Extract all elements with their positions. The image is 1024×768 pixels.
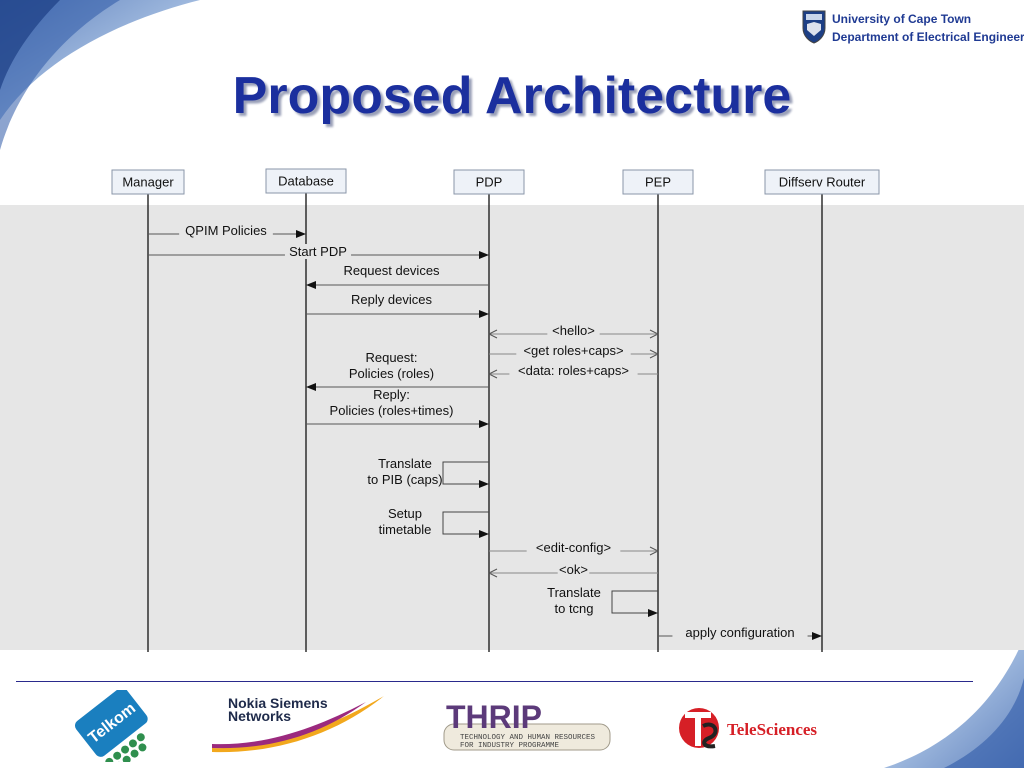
nokia-siemens-logo-graphic: Nokia Siemens Networks [212,695,384,753]
self-message-label: to PIB (caps) [367,472,442,487]
message-label-bg [509,363,638,378]
arrow-head [479,420,489,428]
message-label-bg [516,343,631,358]
message-label-bg [557,562,590,577]
message-label: Reply devices [351,292,432,307]
message-label-bg [672,625,808,640]
university-header: University of Cape Town Department of El… [802,8,1024,48]
message-label: QPIM Policies [185,223,267,238]
message-label: Start PDP [289,244,347,259]
participant-box-1 [265,168,347,194]
self-message-label: to tcng [554,601,593,616]
arrow-head [812,632,822,640]
corner-swoosh-graphic [0,0,200,150]
arrow-head-open [487,329,498,339]
uct-crest-icon [802,10,826,44]
message-label: <hello> [552,323,595,338]
arrow-head [479,480,489,488]
diagram-background-band [0,205,1024,650]
telesciences-logo: TeleSciences [675,690,835,760]
message-label: <ok> [559,562,588,577]
nokia-siemens-logo: Nokia Siemens Networks [206,690,396,760]
message-label-bg [547,323,600,338]
message-label: Request: [365,350,417,365]
arrow-head [479,530,489,538]
arrow-head [296,230,306,238]
page-title: Proposed Architecture [232,67,792,125]
thrip-logo-text: THRIP [446,699,542,735]
participant-label: Manager [122,175,174,190]
department-name: Department of Electrical Engineering [832,30,1024,44]
self-message-label: Translate [378,456,432,471]
participant-box-0 [111,169,185,195]
message-label: apply configuration [685,625,794,640]
message-label: Request devices [343,263,440,278]
thrip-subtitle-line-2: FOR INDUSTRY PROGRAMME [460,742,560,750]
self-message-label: timetable [379,522,432,537]
nokia-siemens-line-2: Networks [228,708,291,724]
participant-label: PEP [645,175,671,190]
telesciences-logo-text: TeleSciences [727,720,817,739]
message-label-bg [179,223,273,238]
message-label: <get roles+caps> [523,343,623,358]
participant-label: PDP [476,175,503,190]
message-label-bg [284,244,352,259]
arrow-head-open [487,568,498,578]
corner-decoration-bottom-right [874,638,1024,768]
arrow-head [479,251,489,259]
arrow-head [479,310,489,318]
thrip-logo-graphic: THRIP TECHNOLOGY AND HUMAN RESOURCES FOR… [443,699,611,751]
message-label: Policies (roles) [349,366,434,381]
participant-box-3 [622,169,694,195]
university-name: University of Cape Town [832,12,972,26]
self-message-line [442,461,489,485]
footer-separator [16,681,973,682]
arrow-head [648,609,658,617]
arrow-head [306,281,316,289]
self-message-label: Setup [388,506,422,521]
arrow-head-open [487,369,498,379]
message-label: <data: roles+caps> [518,363,629,378]
telesciences-logo-graphic: TeleSciences [679,708,817,749]
corner-swoosh-graphic [884,638,1024,768]
message-label: Policies (roles+times) [330,403,454,418]
participant-label: Diffserv Router [779,175,866,190]
participant-label: Database [278,174,334,189]
telkom-logo: Telkom [68,687,158,768]
self-message-label: Translate [547,585,601,600]
participant-box-4 [764,169,880,195]
message-label: <edit-config> [536,540,611,555]
thrip-logo: THRIP TECHNOLOGY AND HUMAN RESOURCES FOR… [440,690,615,760]
message-label: Reply: [373,387,410,402]
arrow-head-open [649,349,660,359]
self-message-line [442,511,489,535]
participant-box-2 [453,169,525,195]
arrow-head-open [649,329,660,339]
uct-text-block: University of Cape Town Department of El… [832,10,1024,46]
arrow-head-open [649,546,660,556]
message-label-bg [526,540,621,555]
nokia-siemens-line-1: Nokia Siemens [228,695,328,711]
arrow-head [306,383,316,391]
telkom-logo-graphic: Telkom [74,687,148,768]
corner-decoration-top-left [0,0,230,170]
thrip-subtitle-line-1: TECHNOLOGY AND HUMAN RESOURCES [460,734,596,742]
self-message-line [611,590,658,614]
